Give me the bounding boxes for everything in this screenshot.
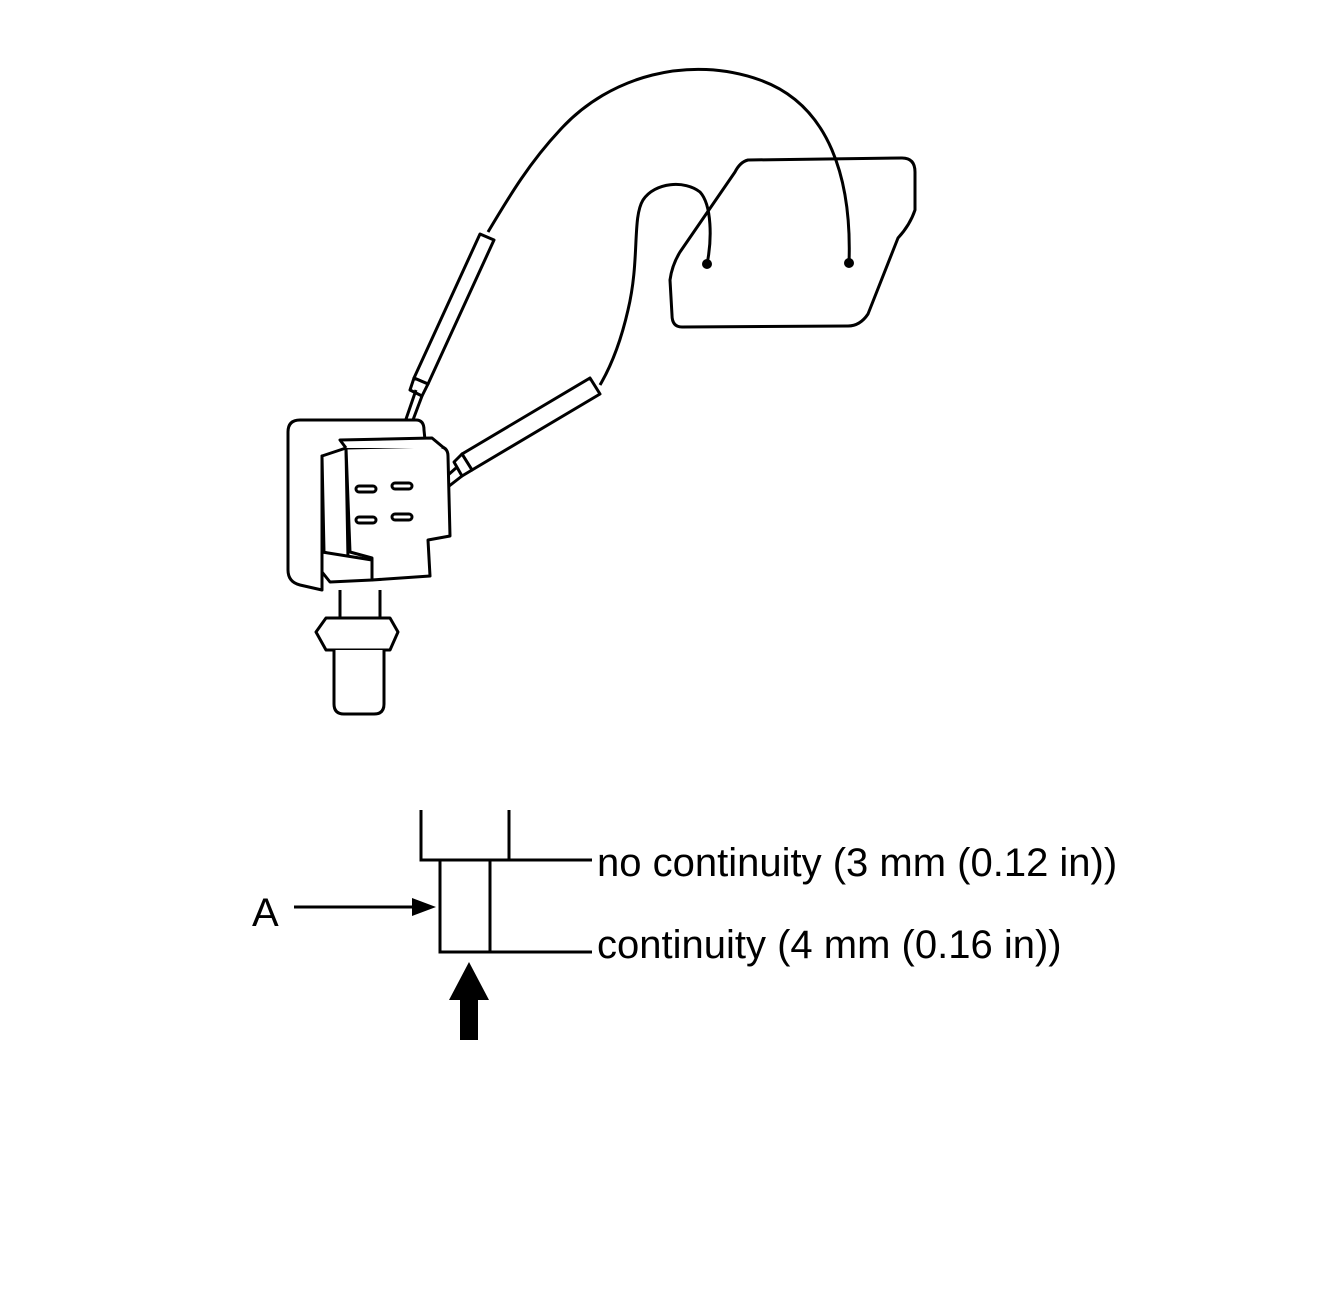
- test-lead-2: [598, 182, 712, 386]
- test-leads: [486, 67, 851, 386]
- switch-shaft-neck: [338, 590, 382, 620]
- terminal-slot-2: [390, 481, 414, 491]
- plunger-stroke-detail: [294, 810, 592, 1040]
- terminal-slot-4: [390, 512, 414, 522]
- push-arrow-icon: [449, 962, 489, 1040]
- detail-housing: [419, 810, 511, 862]
- detail-plunger: [438, 858, 492, 954]
- switch-bracket: [320, 550, 374, 584]
- ohmmeter-body: [668, 156, 917, 329]
- switch-lock-nut: [314, 616, 400, 652]
- switch-plunger: [332, 650, 386, 716]
- test-lead-1: [486, 67, 851, 264]
- terminal-slot-3: [354, 515, 378, 525]
- stop-lamp-switch: [286, 418, 452, 716]
- ohmmeter: [668, 156, 917, 329]
- label-part-a: A: [252, 891, 279, 935]
- switch-connector-side: [320, 446, 350, 562]
- label-continuity: continuity (4 mm (0.16 in)): [597, 923, 1062, 967]
- arrowhead-part-a: [412, 898, 436, 916]
- terminal-slot-1: [354, 484, 378, 494]
- label-no-continuity: no continuity (3 mm (0.12 in)): [597, 841, 1117, 885]
